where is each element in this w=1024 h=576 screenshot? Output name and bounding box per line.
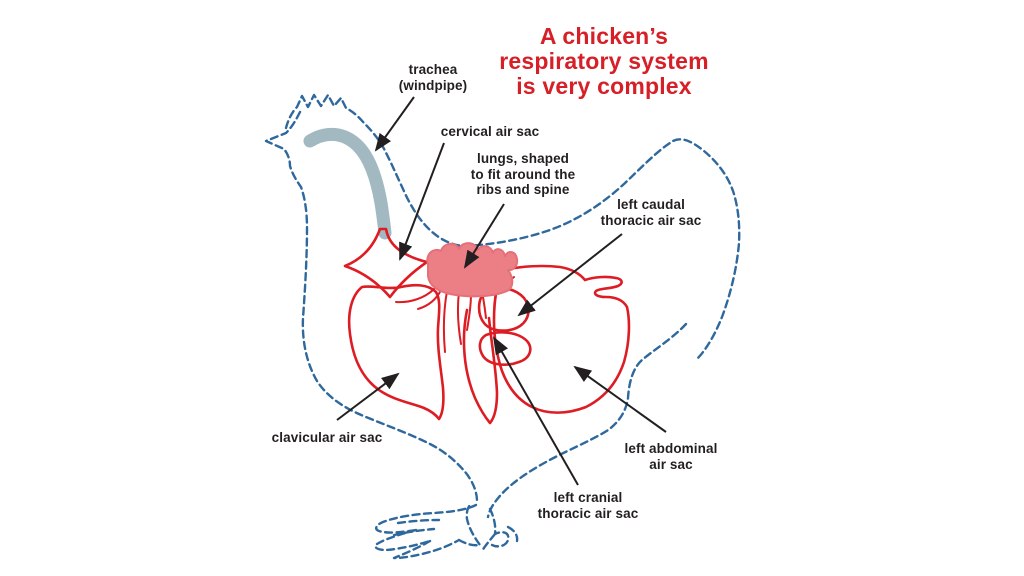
label-left-caudal-thoracic-air-sac: left caudal thoracic air sac <box>600 197 702 228</box>
caudal-thoracic-air-sac-shape <box>477 286 530 332</box>
chicken-outline <box>264 93 741 560</box>
abdominal-air-sac-shape <box>492 264 631 414</box>
cranial-arrow <box>493 336 579 486</box>
bronchi-connector-lines <box>395 276 515 353</box>
abdominal-arrow <box>573 365 667 433</box>
label-left-abdominal-air-sac: left abdominal air sac <box>624 441 718 472</box>
trachea-arrow <box>374 96 415 152</box>
label-arrows <box>336 96 667 486</box>
label-trachea: trachea (windpipe) <box>398 62 468 93</box>
comb-back-tail-outline <box>284 93 741 361</box>
lungs-shape <box>426 242 519 298</box>
label-clavicular-air-sac: clavicular air sac <box>271 430 383 445</box>
cervical-arrow <box>399 142 445 261</box>
cranial-thoracic-lower-lobe <box>462 308 499 425</box>
right-foot-outline <box>480 507 519 553</box>
head-neck-chest-outline <box>264 110 479 503</box>
label-left-cranial-thoracic-air-sac: left cranial thoracic air sac <box>537 490 639 521</box>
caudal-arrow <box>517 233 623 317</box>
left-foot-outline <box>374 501 482 560</box>
clavicular-air-sac-shape <box>347 283 445 421</box>
thigh-rear-leg-outline <box>486 322 688 519</box>
label-lungs: lungs, shaped to fit around the ribs and… <box>470 151 576 198</box>
trachea-tube <box>303 127 392 240</box>
cranial-thoracic-air-sac-shape <box>478 331 532 366</box>
diagram-title: A chicken’s respiratory system is very c… <box>499 23 709 99</box>
lungs-arrow <box>463 203 505 269</box>
label-cervical-air-sac: cervical air sac <box>440 124 540 139</box>
clavicular-arrow <box>336 372 400 421</box>
